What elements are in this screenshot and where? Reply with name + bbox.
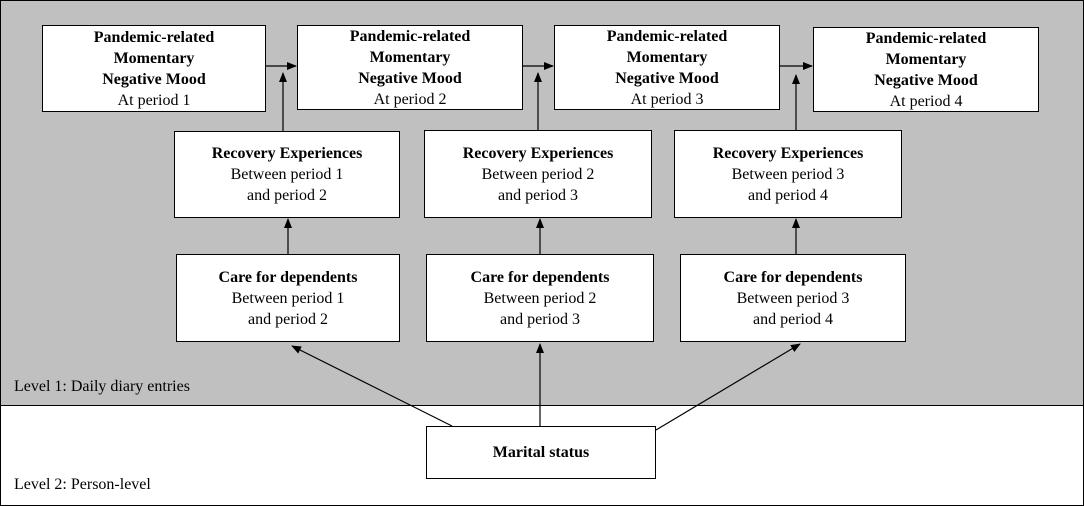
care-title: Care for dependents: [218, 268, 358, 286]
mood-title-line-3: Negative Mood: [102, 70, 206, 88]
mood-title-line-3: Negative Mood: [615, 69, 719, 87]
recovery-title: Recovery Experiences: [712, 144, 864, 162]
mood-sub: At period 1: [117, 91, 191, 109]
mood-box-period-4: Pandemic-related Momentary Negative Mood…: [813, 27, 1039, 112]
care-sub-line-1: Between period 3: [736, 289, 850, 307]
care-sub-line-2: and period 2: [248, 310, 328, 328]
mood-title-line-2: Momentary: [113, 49, 195, 67]
mood-box-period-1: Pandemic-related Momentary Negative Mood…: [42, 25, 266, 112]
mood-sub: At period 4: [889, 92, 963, 110]
level-2-label: Level 2: Person-level: [14, 476, 151, 493]
mood-title-line-1: Pandemic-related: [865, 29, 987, 47]
recovery-sub-line-1: Between period 2: [481, 165, 595, 183]
mood-title-line-1: Pandemic-related: [93, 28, 215, 46]
mood-title-line-3: Negative Mood: [358, 69, 462, 87]
care-sub-line-1: Between period 2: [483, 289, 597, 307]
care-sub-line-1: Between period 1: [231, 289, 345, 307]
marital-status-box: Marital status: [426, 426, 656, 479]
arrow-marital-to-care3: [655, 343, 801, 431]
care-box-2: Care for dependents Between period 2 and…: [426, 254, 654, 342]
mood-title-line-1: Pandemic-related: [606, 27, 728, 45]
recovery-box-2: Recovery Experiences Between period 2 an…: [424, 130, 652, 218]
marital-status-title: Marital status: [492, 444, 590, 461]
care-title: Care for dependents: [723, 268, 863, 286]
arrow-marital-to-care1: [291, 345, 453, 427]
mood-title-line-1: Pandemic-related: [349, 27, 471, 45]
care-title: Care for dependents: [470, 268, 610, 286]
recovery-sub-line-2: and period 2: [247, 187, 327, 204]
mood-box-period-3: Pandemic-related Momentary Negative Mood…: [554, 25, 780, 110]
mood-sub: At period 2: [373, 90, 447, 108]
care-box-3: Care for dependents Between period 3 and…: [680, 254, 906, 342]
mood-title-line-3: Negative Mood: [874, 71, 978, 89]
recovery-title: Recovery Experiences: [462, 144, 614, 162]
recovery-sub-line-2: and period 3: [498, 186, 578, 204]
recovery-box-3: Recovery Experiences Between period 3 an…: [674, 130, 902, 218]
recovery-sub-line-1: Between period 3: [731, 165, 845, 183]
recovery-sub-line-2: and period 4: [748, 186, 828, 204]
recovery-title: Recovery Experiences: [211, 145, 363, 162]
recovery-box-1: Recovery Experiences Between period 1 an…: [174, 131, 400, 218]
recovery-sub-line-1: Between period 1: [230, 166, 344, 183]
level-1-label: Level 1: Daily diary entries: [14, 378, 190, 395]
mood-box-period-2: Pandemic-related Momentary Negative Mood…: [297, 25, 523, 110]
mood-title-line-2: Momentary: [626, 48, 708, 66]
mood-title-line-2: Momentary: [369, 48, 451, 66]
care-sub-line-2: and period 4: [753, 310, 833, 328]
mood-sub: At period 3: [630, 90, 704, 108]
care-sub-line-2: and period 3: [500, 310, 580, 328]
care-box-1: Care for dependents Between period 1 and…: [176, 254, 400, 342]
mood-title-line-2: Momentary: [885, 50, 967, 68]
